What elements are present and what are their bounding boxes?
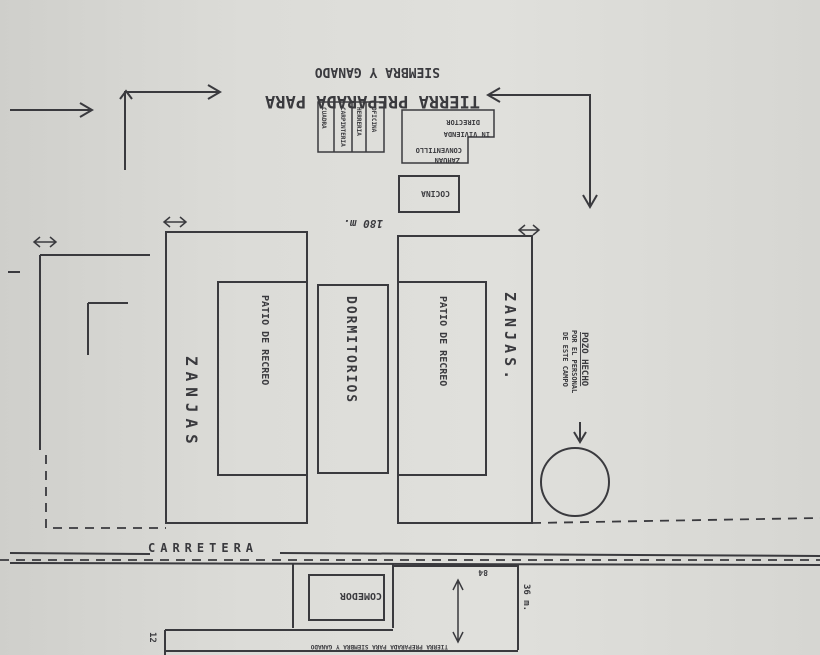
label-vivienda: IN VIVIENDA [443, 130, 490, 138]
well-arrow [573, 422, 587, 444]
perimeter-lines [8, 254, 820, 529]
dimension-arrow-84 [452, 578, 464, 644]
building-cuadra: CUADRA [320, 107, 327, 129]
well-note-1: POZO HECHO [579, 332, 589, 387]
left-ditch-label: ZANJAS [182, 356, 201, 450]
building-carpinteria: CARPINTERIA [339, 107, 346, 147]
kitchen-building [398, 175, 460, 213]
width-label: 180 m. [343, 217, 383, 230]
building-herreria: HERRERIA [355, 107, 362, 136]
left-patio-label: PATIO DE RECREO [259, 295, 270, 385]
right-ditch-label: ZANJAS. [501, 292, 519, 383]
label-director: DIRECTOR [445, 118, 480, 126]
small-buildings: OFICINA HERRERIA CARPINTERIA CUADRA [317, 101, 385, 153]
bottom-label: TIERRA PREPARADA PARA SIEMBRA Y GANADO [310, 643, 448, 650]
director-house: ZAHUAN CONVENTILLO IN VIVIENDA DIRECTOR [401, 109, 495, 164]
right-patio [397, 281, 487, 476]
dim-36: 36 m. [521, 584, 531, 611]
road-label: CARRETERA [148, 541, 258, 555]
label-zahuan: ZAHUAN [435, 156, 460, 164]
dining-building [308, 574, 385, 621]
dining-label: COMEDOR [339, 590, 382, 601]
well-note-3: DE ESTE CAMPO [561, 332, 569, 387]
dining-lot [164, 564, 519, 655]
dimension-arrows [10, 84, 598, 248]
building-oficina: OFICINA [370, 107, 377, 133]
kitchen-label: COCINA [421, 189, 450, 198]
top-label-line2: SIEMBRA Y GANADO [315, 64, 440, 79]
label-conventillo: CONVENTILLO [416, 146, 462, 154]
dormitories [317, 284, 389, 474]
road [0, 552, 820, 566]
right-patio-label: PATIO DE RECREO [437, 296, 448, 386]
dim-84: 84 [478, 568, 488, 577]
dormitories-label: DORMITORIOS [343, 296, 358, 404]
well-note-2: POR EL PERSONAL [570, 330, 578, 393]
well [540, 447, 610, 517]
left-patio [217, 281, 308, 476]
dim-12: 12 [147, 632, 157, 643]
top-label-line1: TIERRA PREPARADA PARA [265, 91, 480, 111]
